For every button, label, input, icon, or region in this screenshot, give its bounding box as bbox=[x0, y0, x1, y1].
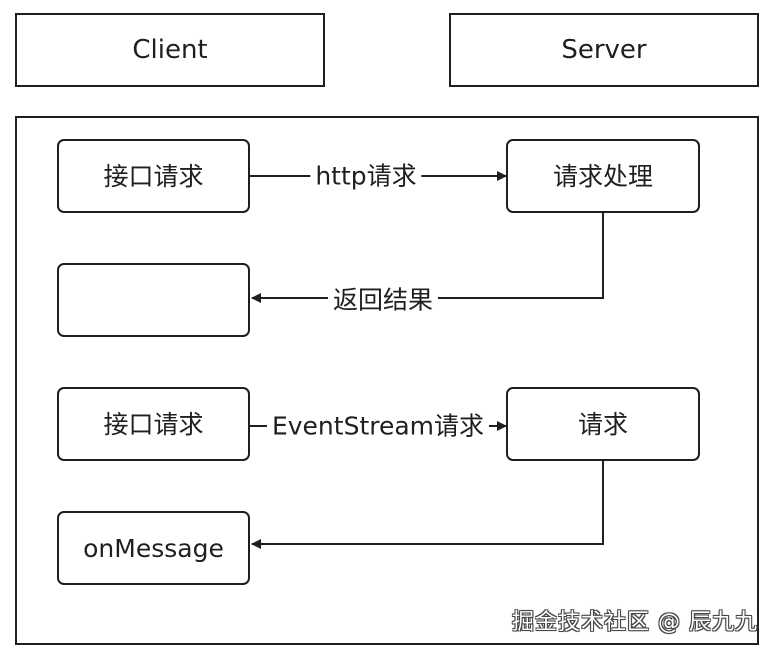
onmessage-box: onMessage bbox=[57, 511, 250, 585]
http-request-label: http请求 bbox=[310, 161, 422, 191]
onmessage-arrow bbox=[251, 460, 604, 549]
server-header-box: Server bbox=[449, 13, 759, 87]
client-request-label-1: 接口请求 bbox=[103, 161, 204, 191]
eventstream-request-label: EventStream请求 bbox=[266, 411, 490, 441]
server-request-box: 请求 bbox=[506, 387, 700, 461]
client-request-box-1: 接口请求 bbox=[57, 139, 250, 213]
server-request-label: 请求 bbox=[577, 409, 628, 439]
watermark: 掘金技术社区 @ 辰九九 bbox=[512, 610, 758, 635]
client-request-label-2: 接口请求 bbox=[103, 409, 204, 439]
server-process-box: 请求处理 bbox=[506, 139, 700, 213]
response-box bbox=[57, 263, 250, 337]
client-header-label: Client bbox=[132, 35, 208, 65]
server-header-label: Server bbox=[561, 35, 647, 65]
server-process-label: 请求处理 bbox=[552, 161, 653, 191]
client-request-box-2: 接口请求 bbox=[57, 387, 250, 461]
client-header-box: Client bbox=[15, 13, 325, 87]
onmessage-label: onMessage bbox=[83, 533, 224, 563]
return-result-label: 返回结果 bbox=[327, 285, 439, 315]
